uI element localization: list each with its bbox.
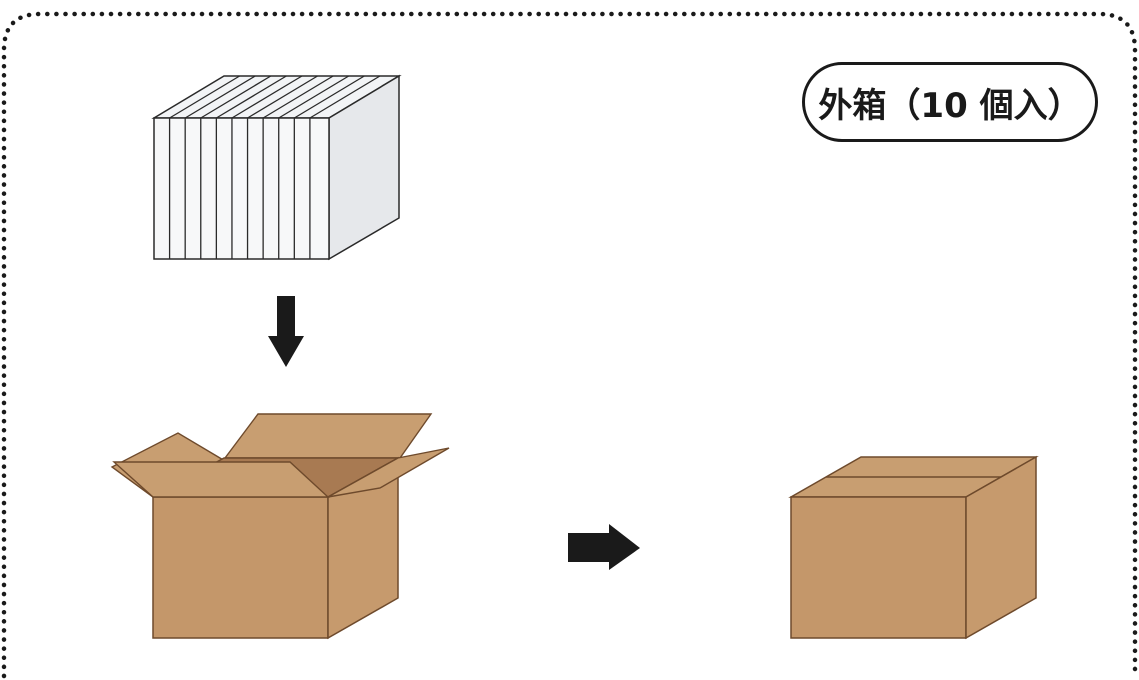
arrow-down-icon xyxy=(268,296,304,367)
stack-divider-top xyxy=(262,75,334,119)
stack-front xyxy=(153,117,330,260)
closed-box-front xyxy=(790,496,967,639)
outer-box-label-text: 外箱（10 個入） xyxy=(818,85,1082,126)
open-box-front xyxy=(152,496,329,639)
closed-box-icon xyxy=(788,455,1039,640)
stack-divider-top xyxy=(293,75,365,119)
open-box-back-right-flap xyxy=(223,413,433,459)
open-box-icon xyxy=(110,413,450,640)
stack-divider-top xyxy=(247,75,318,119)
open-box-right-flap xyxy=(327,447,450,498)
stack-divider-top xyxy=(231,75,303,119)
closed-box-side xyxy=(965,455,1037,640)
stack-divider-top xyxy=(278,75,350,119)
stack-divider-top xyxy=(216,75,287,119)
stack-divider-top xyxy=(169,75,240,119)
stack-divider-lines xyxy=(168,75,381,259)
arrow-right-icon xyxy=(568,524,640,570)
outer-box-label: 外箱（10 個入） xyxy=(802,62,1098,142)
stack-divider-top xyxy=(309,75,381,119)
stack-divider-top xyxy=(200,75,272,119)
stacked-cases-icon xyxy=(151,74,402,261)
stack-divider-top xyxy=(184,75,256,119)
